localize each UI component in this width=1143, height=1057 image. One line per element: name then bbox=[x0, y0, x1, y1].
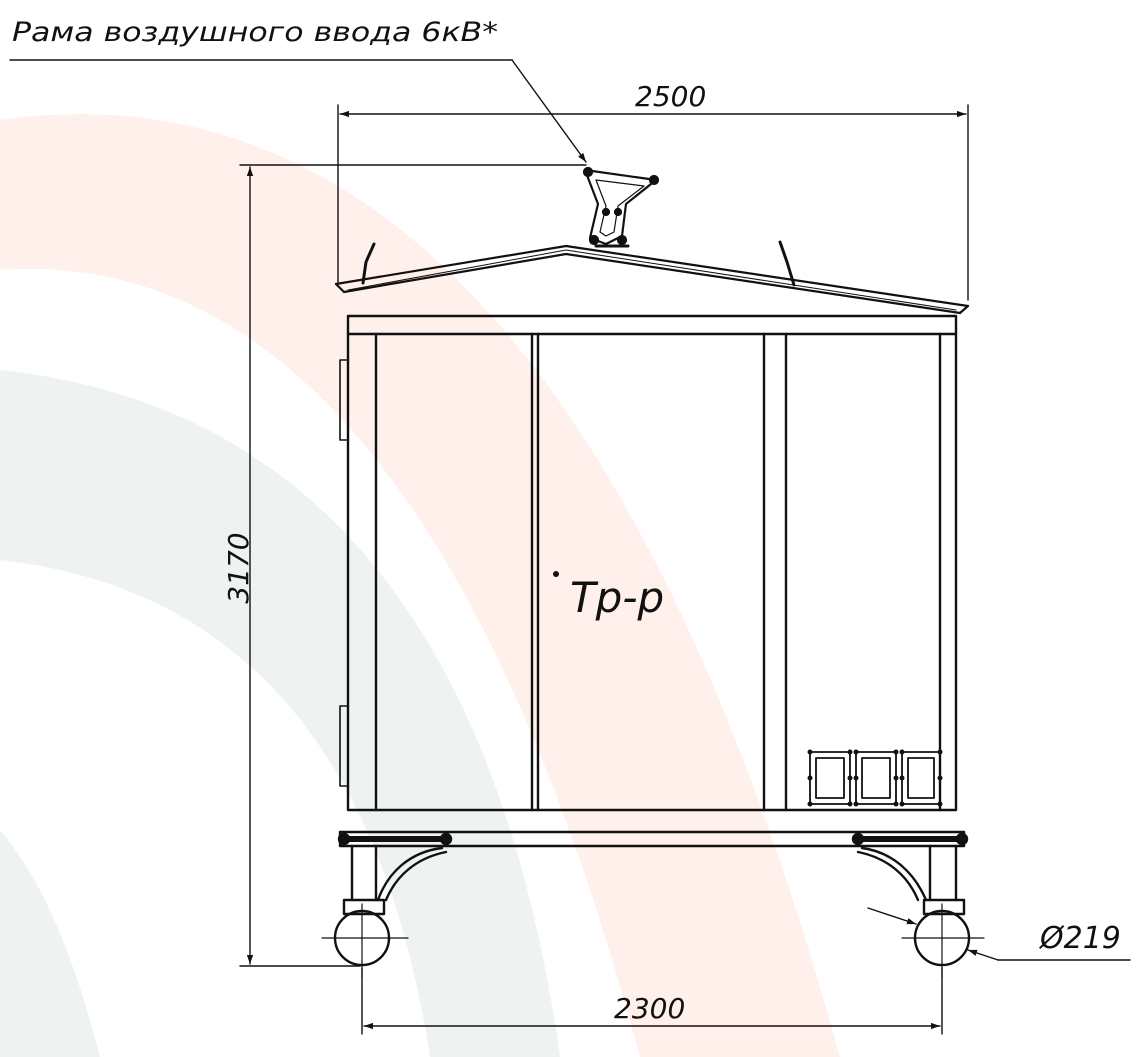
wheel-left bbox=[321, 898, 409, 979]
callout-label: Рама воздушного ввода 6кВ* bbox=[12, 17, 498, 48]
background-arcs bbox=[0, 114, 840, 1057]
vent-grilles bbox=[807, 749, 943, 807]
base-frame bbox=[337, 830, 969, 902]
width-top-label: 2500 bbox=[635, 80, 706, 113]
marker-dot bbox=[553, 571, 559, 577]
diameter-label: Ø219 bbox=[1038, 921, 1121, 956]
dimension-bottom bbox=[361, 967, 943, 1035]
air-input-frame bbox=[582, 166, 660, 248]
roof bbox=[334, 240, 970, 315]
width-bottom-label: 2300 bbox=[614, 992, 685, 1025]
height-label: 3170 bbox=[222, 532, 255, 603]
dimension-height bbox=[239, 164, 587, 967]
compartment-label: Тр-р bbox=[570, 573, 664, 622]
housing-body bbox=[339, 314, 958, 812]
dimension-diameter bbox=[867, 907, 1131, 961]
wheel-right bbox=[901, 898, 985, 979]
dimension-top bbox=[337, 104, 969, 301]
